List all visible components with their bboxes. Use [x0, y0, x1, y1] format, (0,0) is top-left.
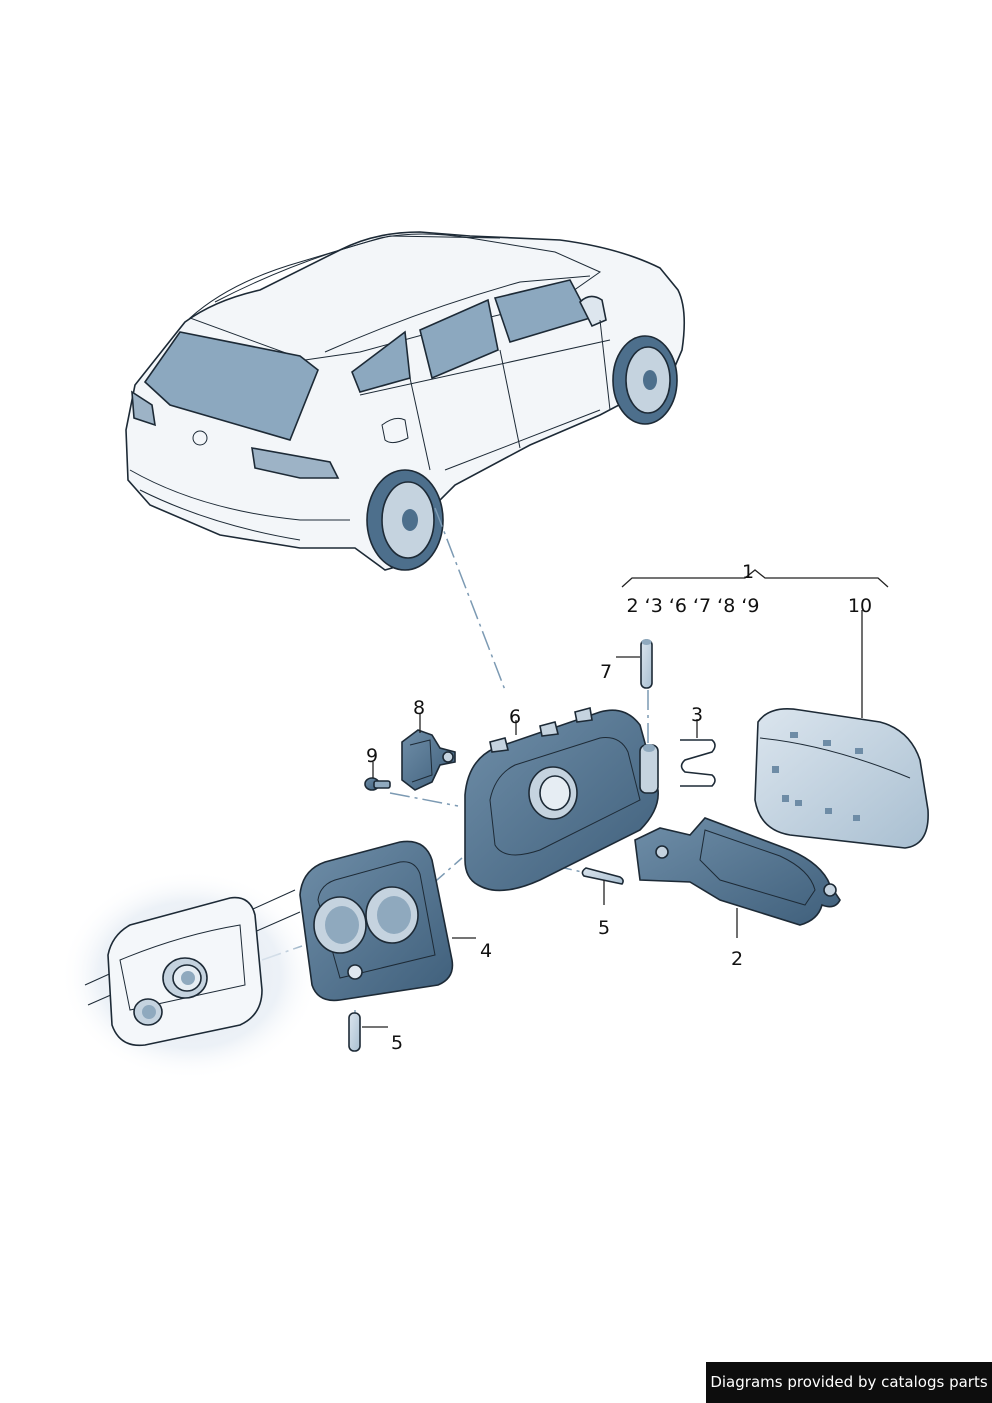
- vehicle-rear-window: [143, 331, 319, 441]
- vehicle-badge: [192, 430, 208, 446]
- vehicle-front-wheel: [612, 335, 678, 425]
- vehicle-illustration: [125, 231, 686, 571]
- callout-8: 8: [413, 697, 425, 719]
- filler-cap-small-icon: [133, 998, 163, 1026]
- footer-credit-badge: Diagrams provided by catalogs parts: [706, 1362, 992, 1403]
- callout-5-lower: 5: [391, 1032, 403, 1054]
- footer-credit-text: Diagrams provided by catalogs parts: [710, 1373, 988, 1391]
- callout-5-upper: 5: [598, 917, 610, 939]
- vehicle-tail-light: [131, 390, 156, 427]
- vehicle-roof-rail: [214, 235, 501, 303]
- callout-10: 10: [848, 595, 872, 617]
- callout-9: 9: [366, 745, 378, 767]
- part-5-pin-upper: [581, 867, 624, 885]
- leader-lines: [362, 569, 889, 1028]
- callout-1: 1: [742, 561, 754, 583]
- part-5-pin-lower: [348, 1012, 361, 1052]
- part-4-fuel-filler-housing: [299, 840, 454, 1002]
- vehicle-fuel-door: [381, 417, 409, 444]
- part-10-fuel-door-lid: [754, 708, 929, 849]
- guide-line: [434, 507, 506, 691]
- part-8-actuator: [401, 729, 456, 791]
- callout-4: 4: [480, 940, 492, 962]
- callout-6: 6: [509, 706, 521, 728]
- filler-neck-detail: [60, 870, 320, 1080]
- guide-line: [389, 792, 459, 807]
- callout-1-group: 2 ‘3 ‘6 ‘7 ‘8 ‘9: [627, 595, 760, 617]
- callout-2: 2: [731, 948, 743, 970]
- callout-3: 3: [691, 704, 703, 726]
- part-9-screw: [364, 777, 391, 791]
- vehicle-roof-rail: [324, 275, 591, 353]
- part-7-pin: [640, 639, 653, 689]
- vehicle-side-window: [419, 298, 499, 380]
- part-3-spring: [680, 739, 716, 787]
- filler-cap-large-icon: [162, 957, 208, 999]
- vehicle-mirror: [579, 295, 607, 328]
- part-2-hinge-arm: [634, 817, 841, 926]
- part-6-fuel-door-frame: [464, 707, 659, 892]
- callout-7: 7: [600, 661, 612, 683]
- vehicle-tail-light: [251, 447, 340, 479]
- vehicle-rear-wheel: [366, 469, 444, 571]
